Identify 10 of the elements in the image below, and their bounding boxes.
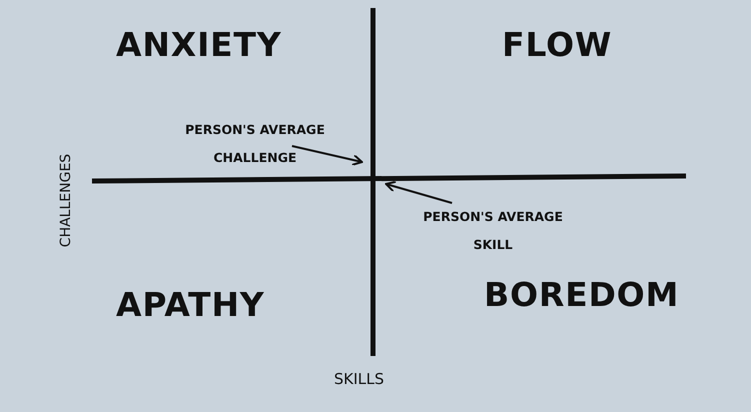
annotation-text: PERSON'S AVERAGE CHALLENGE: [184, 121, 326, 166]
quadrant-label: APATHY: [116, 284, 265, 326]
axis-label: CHALLENGES: [57, 154, 76, 248]
quadrant-label: FLOW: [502, 24, 612, 66]
leader-arrow: [292, 145, 363, 166]
quadrant-label: ANXIETY: [116, 24, 282, 66]
leader-arrow: [385, 180, 452, 204]
axis-label: SKILLS: [334, 369, 384, 390]
annotation-text: PERSON'S AVERAGE SKILL: [422, 208, 564, 254]
quadrant-label: BOREDOM: [484, 274, 680, 316]
